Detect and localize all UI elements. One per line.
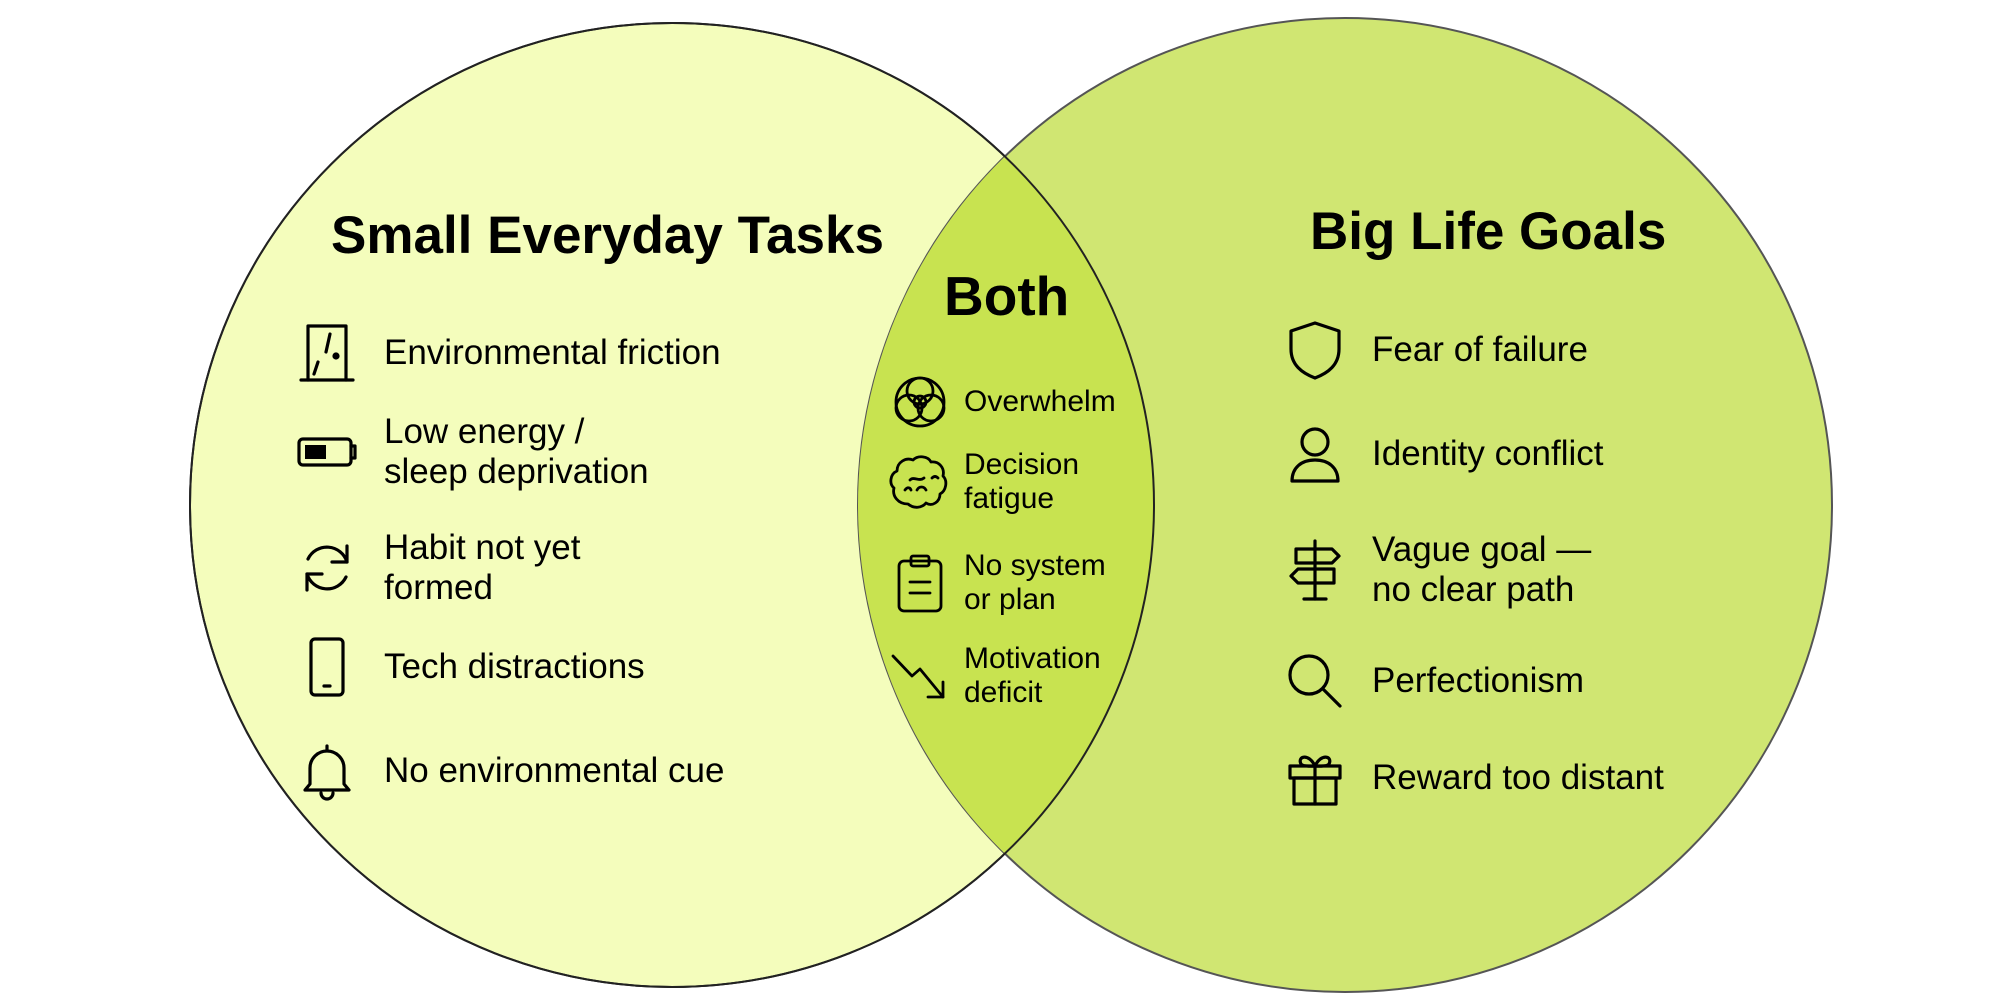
left-item: Habit not yet formed	[296, 528, 581, 608]
right-set-title: Big Life Goals	[1310, 202, 1667, 261]
door-icon	[299, 324, 355, 382]
right-item-label: Fear of failure	[1372, 330, 1588, 369]
overlap-item: Decision fatigue	[888, 448, 1079, 516]
smartphone-icon	[309, 637, 345, 697]
right-item-label: Vague goal — no clear path	[1372, 530, 1592, 609]
shield-icon	[1289, 321, 1341, 380]
overlap-item: Overwhelm	[890, 372, 1116, 432]
overlap-item-label: Decision fatigue	[964, 448, 1080, 515]
right-item: Perfectionism	[1284, 650, 1584, 712]
left-item: No environmental cue	[296, 740, 724, 802]
overlap-title: Both	[944, 265, 1070, 327]
trending-down-icon	[891, 654, 945, 699]
left-item-label: No environmental cue	[384, 751, 725, 790]
left-set-title: Small Everyday Tasks	[331, 206, 884, 265]
overlap-item: Motivation deficit	[890, 642, 1101, 710]
right-item-label: Perfectionism	[1372, 661, 1585, 700]
right-item: Reward too distant	[1284, 747, 1664, 809]
user-icon	[1290, 427, 1340, 483]
bell-icon	[303, 744, 351, 801]
left-item: Low energy / sleep deprivation	[296, 412, 649, 492]
tangled-circles-icon	[894, 376, 946, 428]
left-circle-outline	[189, 22, 1155, 988]
signpost-icon	[1289, 539, 1341, 601]
overlap-item-label: No system or plan	[964, 549, 1106, 616]
left-item-label: Low energy / sleep deprivation	[384, 412, 649, 491]
magnifier-icon	[1288, 654, 1342, 708]
left-item-label: Environmental friction	[384, 333, 721, 372]
gift-icon	[1288, 755, 1342, 806]
overlap-item: No system or plan	[890, 549, 1106, 617]
clipboard-icon	[897, 554, 943, 613]
right-item-label: Identity conflict	[1372, 434, 1604, 473]
brain-icon	[889, 455, 948, 509]
right-item: Identity conflict	[1284, 423, 1604, 485]
right-item-label: Reward too distant	[1372, 758, 1664, 797]
left-item-label: Habit not yet formed	[384, 528, 581, 607]
left-item-label: Tech distractions	[384, 647, 645, 686]
right-item: Vague goal — no clear path	[1284, 530, 1591, 610]
overlap-item-label: Motivation deficit	[964, 642, 1101, 709]
overlap-item-label: Overwhelm	[964, 385, 1116, 418]
low-battery-icon	[297, 437, 357, 467]
refresh-icon	[305, 544, 349, 592]
left-item: Tech distractions	[296, 636, 645, 698]
left-item: Environmental friction	[296, 322, 721, 384]
right-item: Fear of failure	[1284, 319, 1588, 381]
